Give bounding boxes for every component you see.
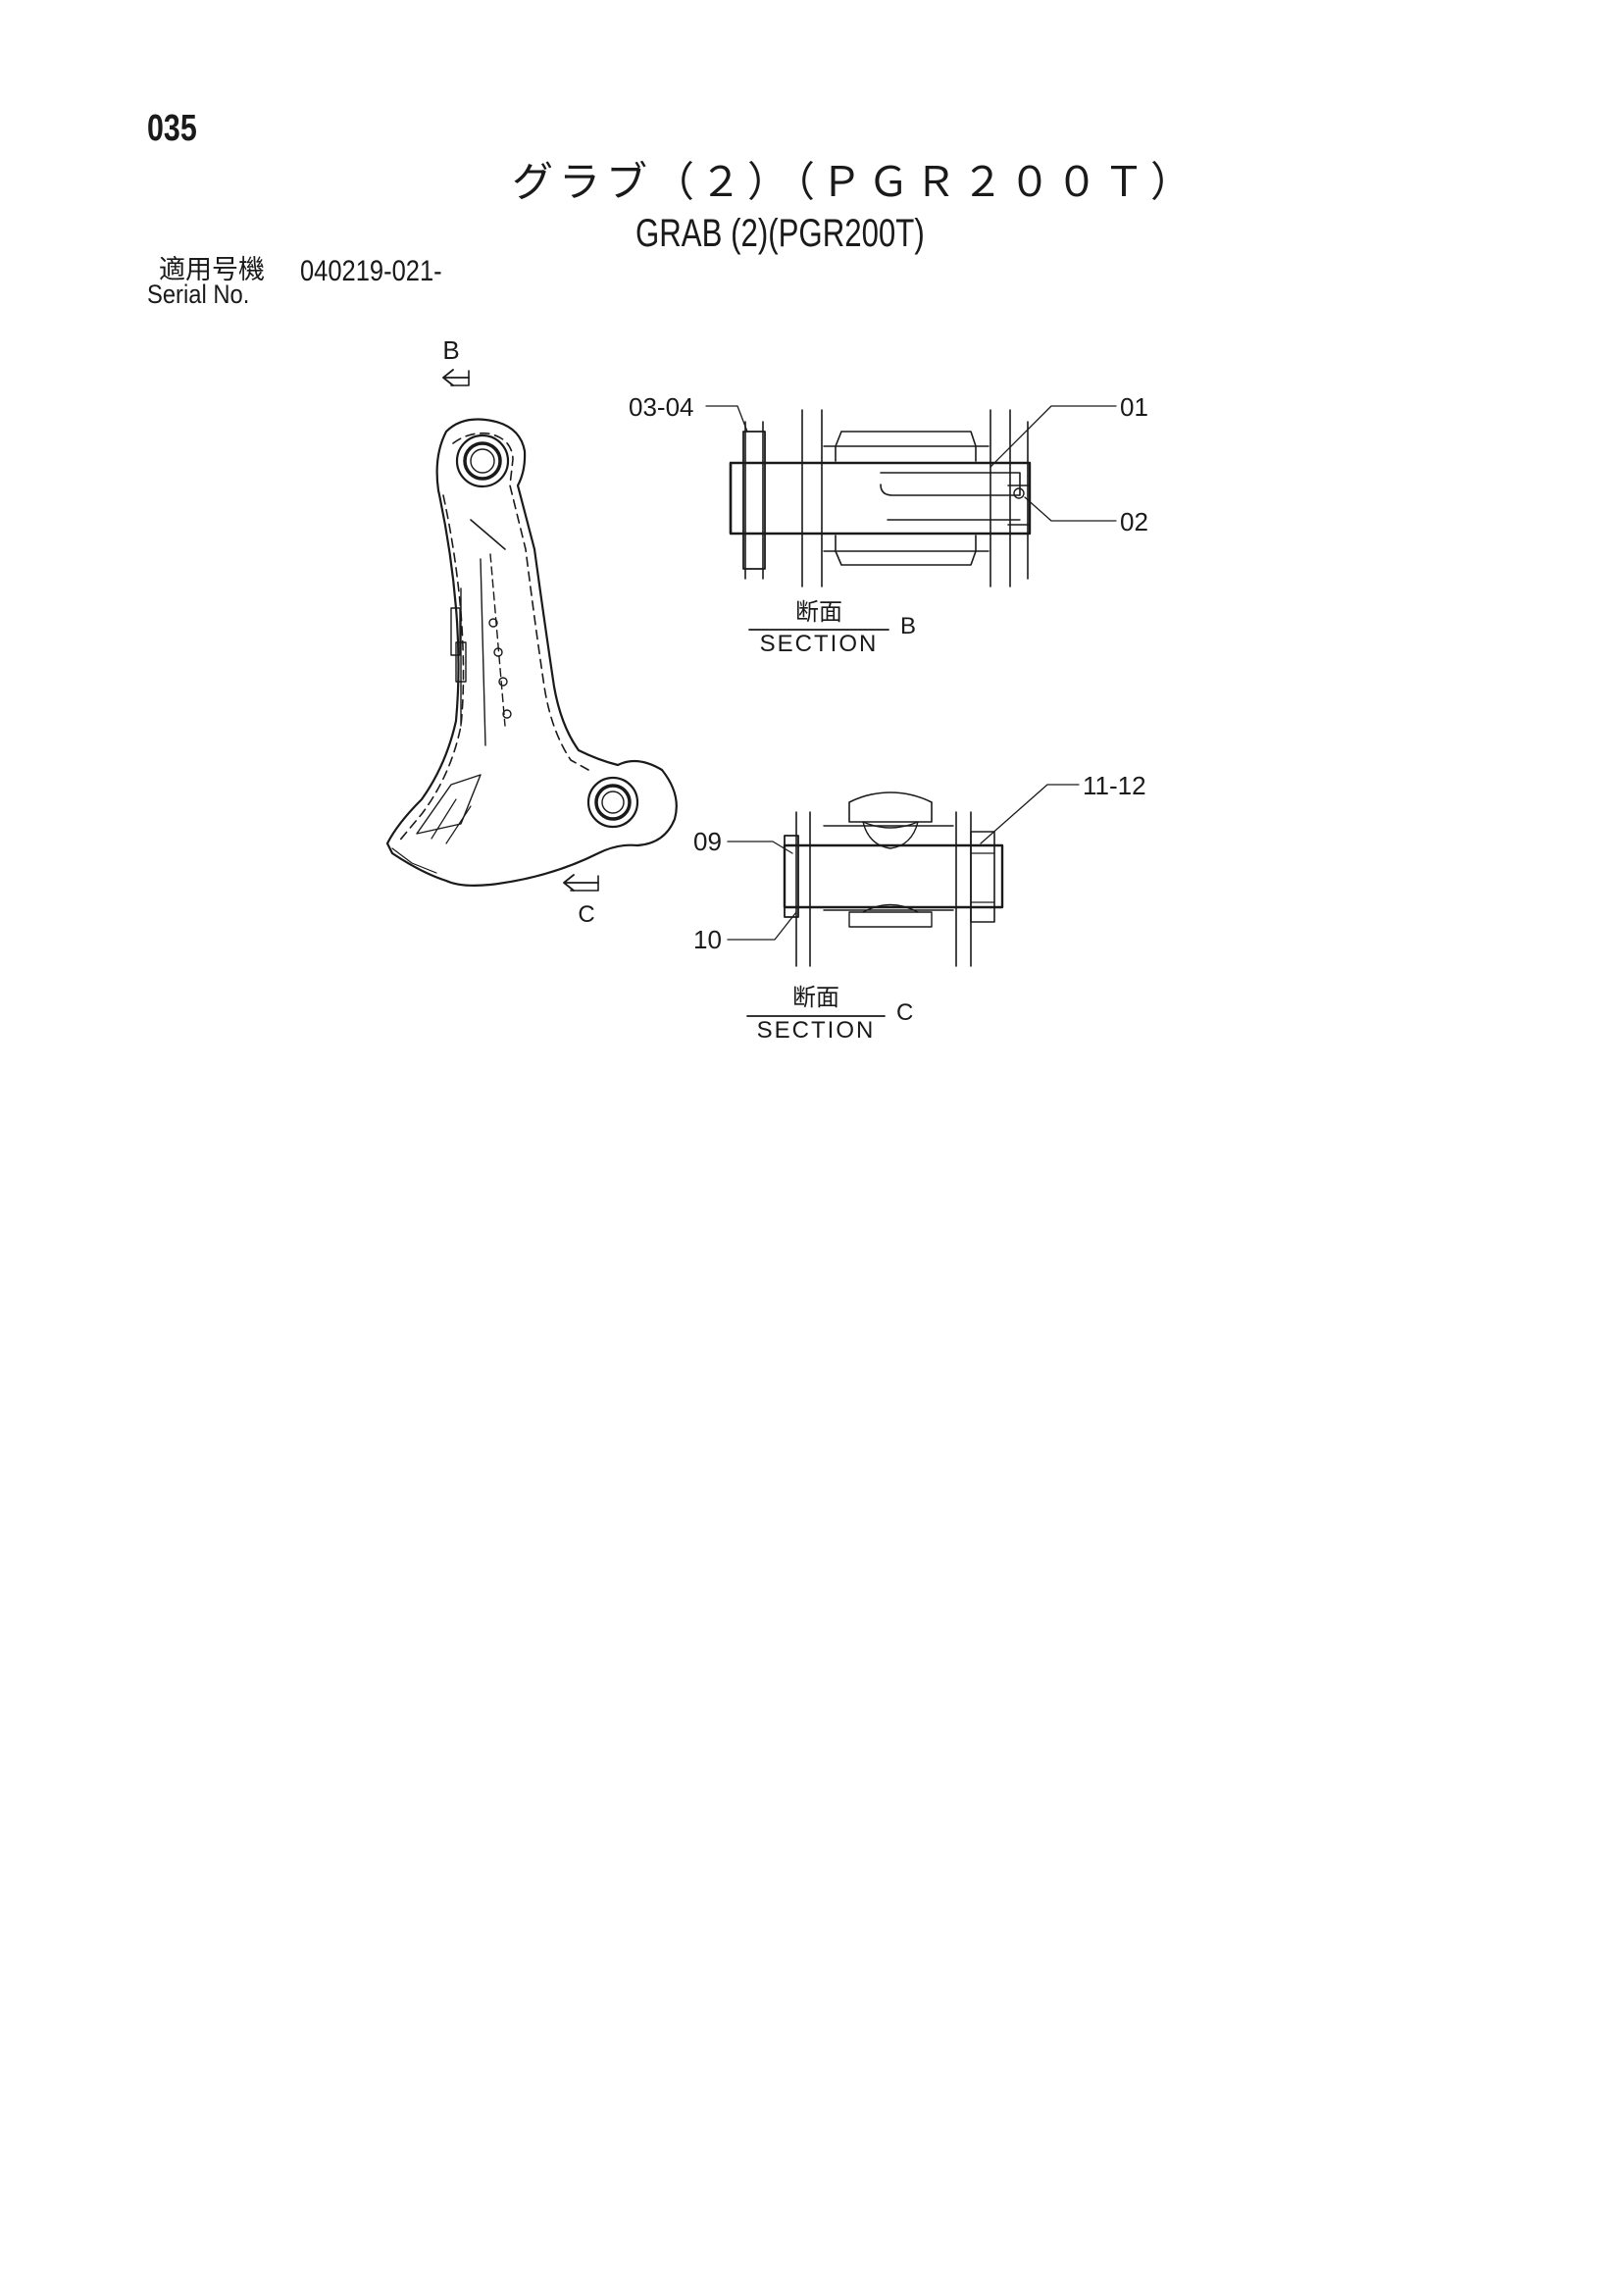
callout-11-12: 11-12 — [1083, 771, 1146, 800]
serial-number-value: 040219-021- — [300, 255, 442, 287]
callout-09: 09 — [693, 827, 722, 856]
view-marker-c-label: C — [578, 901, 594, 928]
callout-02: 02 — [1120, 507, 1148, 536]
section-c-letter: C — [896, 999, 913, 1026]
title-english: GRAB (2)(PGR200T) — [635, 212, 925, 255]
section-c-label-jp: 断面 — [792, 985, 839, 1011]
title-japanese: グラブ（２）（ＰＧＲ２００Ｔ） — [512, 158, 1198, 206]
callout-01: 01 — [1120, 392, 1148, 422]
section-b-letter: B — [900, 613, 916, 639]
section-b-drawing — [705, 405, 1117, 587]
serial-label-english: Serial No. — [147, 280, 250, 309]
view-arrow-c: C — [563, 874, 599, 928]
section-b-label: 断面 SECTION B — [748, 599, 916, 657]
grab-arm-drawing — [385, 418, 678, 887]
section-c-label-en: SECTION — [757, 1017, 876, 1044]
serial-label-japanese: 適用号機 — [159, 255, 265, 285]
view-marker-b-label: B — [442, 335, 459, 365]
page-number: 035 — [147, 108, 197, 149]
view-arrow-b: B — [442, 335, 470, 386]
callout-10: 10 — [693, 925, 722, 954]
callout-03-04: 03-04 — [629, 392, 694, 422]
section-c-label: 断面 SECTION C — [746, 985, 913, 1044]
section-b-label-en: SECTION — [760, 631, 879, 657]
section-b-label-jp: 断面 — [795, 599, 842, 626]
section-c-drawing — [727, 784, 1080, 967]
